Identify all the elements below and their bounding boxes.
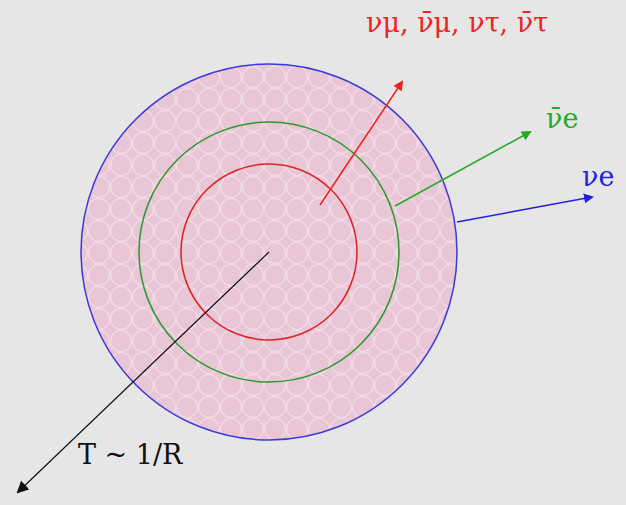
red-arrow	[320, 82, 402, 205]
flavor-label: νe	[582, 162, 614, 192]
green-arrow	[395, 132, 530, 206]
radius-arrow	[18, 252, 269, 492]
flavor-label: νμ, ν̄μ, ντ, ν̄τ	[366, 8, 548, 38]
blue-arrow	[457, 197, 592, 222]
flavor-label: ν̄e	[546, 104, 578, 134]
temperature-label: T ~ 1/R	[78, 440, 182, 470]
